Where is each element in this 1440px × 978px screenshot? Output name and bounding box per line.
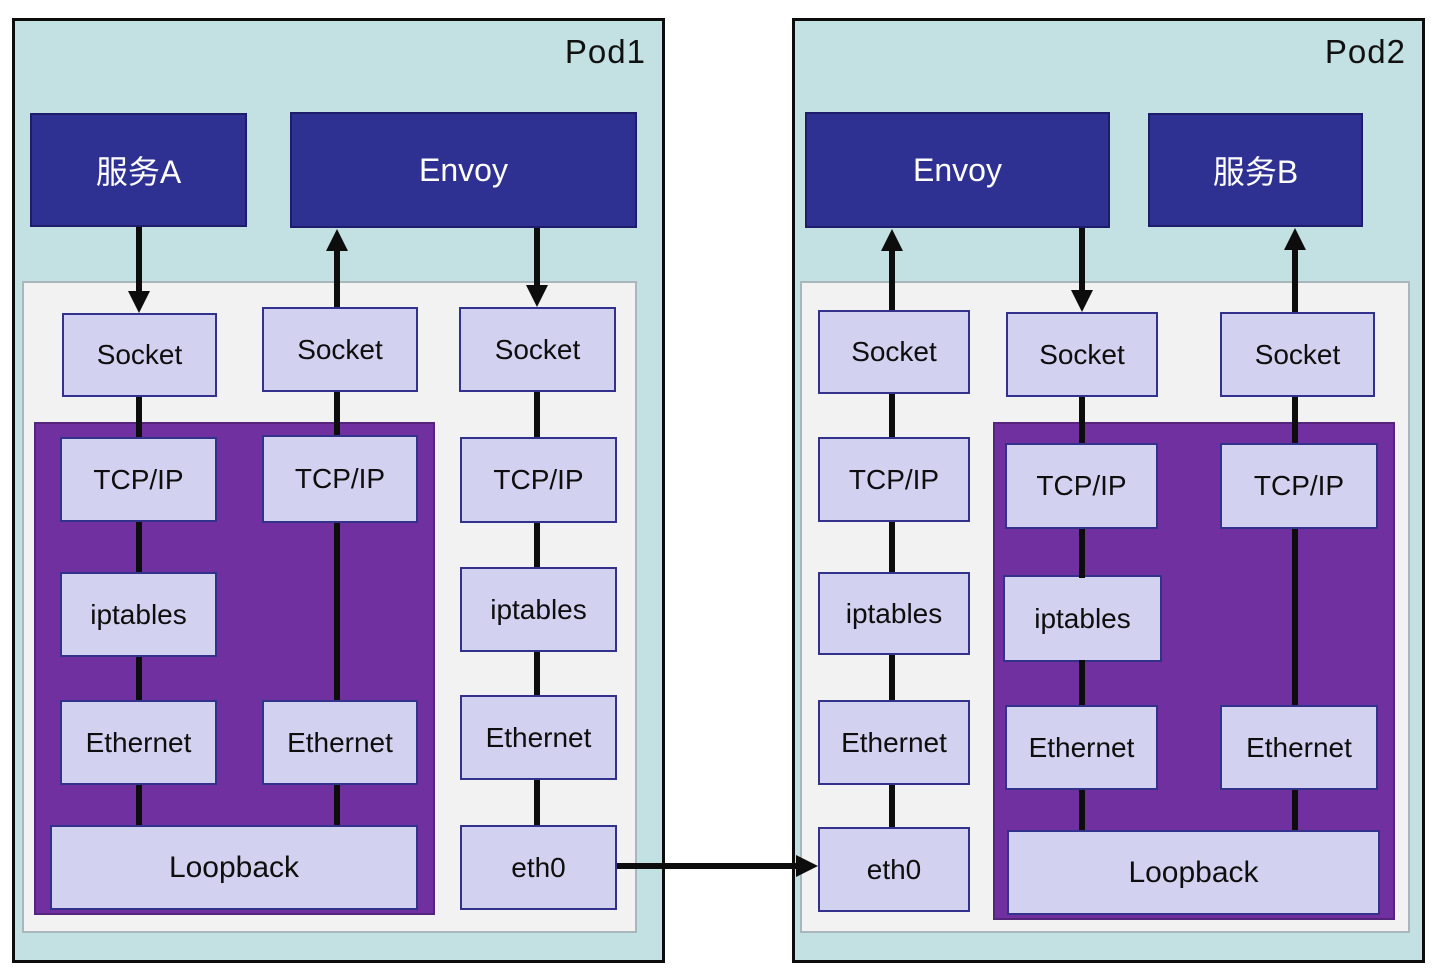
pod2-col1-socket-tcpip-connector (889, 394, 895, 437)
pod2-col2-iptables-label: iptables (1034, 602, 1131, 634)
arrow-socket-to-envoy2-head (881, 229, 903, 251)
arrow-socket-to-serviceb-stem (1292, 250, 1298, 312)
arrow-socket-to-envoy-stem (334, 250, 340, 307)
pod2-eth0-label: eth0 (866, 853, 922, 885)
pod1-col1-socket-box: Socket (62, 313, 217, 397)
pod2-col1-iptables-label: iptables (845, 597, 943, 629)
pod1-col2-socket-box: Socket (262, 307, 418, 392)
pod2-col1-tcpip-iptables-connector (889, 522, 895, 572)
pod2-loopback-label: Loopback (1128, 855, 1259, 889)
pod1-service-a-box: 服务A (30, 113, 247, 227)
pod1-col3-socket-label: Socket (494, 333, 581, 365)
pod1-col1-iptables-label: iptables (90, 598, 187, 630)
pod2-col3-tcpip-box: TCP/IP (1220, 443, 1378, 529)
arrow-servicea-to-socket-stem (136, 227, 142, 291)
pod1-col2-ethernet-loopback-connector (334, 785, 340, 825)
pod2-col3-tcpip-ethernet-connector (1292, 529, 1298, 705)
pod2-col2-tcpip-iptables-connector (1079, 529, 1085, 578)
pod2-eth0-box: eth0 (818, 827, 970, 912)
arrow-socket-to-serviceb-head (1284, 228, 1306, 250)
arrow-eth0-to-eth0-stem (617, 863, 798, 869)
pod2-col1-iptables-box: iptables (818, 572, 970, 655)
pod1-col2-tcpip-label: TCP/IP (294, 463, 386, 494)
pod2-col2-iptables-box: iptables (1003, 575, 1162, 662)
pod1-col1-tcpip-label: TCP/IP (93, 463, 184, 495)
pod1-col3-ethernet-label: Ethernet (485, 721, 592, 753)
pod2-col2-socket-box: Socket (1006, 312, 1158, 397)
pod1-col3-ethernet-box: Ethernet (460, 695, 617, 780)
pod2-col2-tcpip-box: TCP/IP (1005, 443, 1158, 529)
pod1-col1-iptables-box: iptables (60, 572, 217, 657)
pod1-col3-ethernet-eth0-connector (534, 780, 540, 825)
pod2-col2-socket-label: Socket (1039, 338, 1125, 370)
pod2-col1-socket-box: Socket (818, 310, 970, 394)
pod2-col1-tcpip-label: TCP/IP (848, 463, 940, 495)
pod1-loopback-box: Loopback (50, 825, 418, 910)
pod2-service-b-box: 服务B (1148, 113, 1363, 227)
pod1-col2-socket-tcpip-connector (334, 392, 340, 435)
pod2-col3-socket-label: Socket (1254, 338, 1341, 370)
pod2-envoy-box: Envoy (805, 112, 1110, 228)
pod2-col1-ethernet-box: Ethernet (818, 700, 970, 785)
pod2-col1-tcpip-box: TCP/IP (818, 437, 970, 522)
pod2-col1-ethernet-eth0-connector (889, 785, 895, 827)
arrow-eth0-to-eth0-head (796, 855, 818, 877)
pod1-col3-socket-tcpip-connector (534, 392, 540, 437)
pod1-col1-socket-tcpip-connector (136, 397, 142, 437)
pod1-envoy-label: Envoy (419, 151, 508, 188)
pod1-eth0-label: eth0 (511, 851, 566, 883)
pod1-col1-ethernet-loopback-connector (136, 785, 142, 825)
pod1-col3-iptables-label: iptables (490, 593, 587, 625)
pod1-col1-iptables-ethernet-connector (136, 657, 142, 700)
pod1-col3-tcpip-box: TCP/IP (460, 437, 617, 523)
pod2-col1-iptables-ethernet-connector (889, 655, 895, 700)
arrow-envoy-to-socket-head (526, 285, 548, 307)
pod1-col2-tcpip-ethernet-connector (334, 523, 340, 700)
pod1-col2-tcpip-box: TCP/IP (262, 435, 418, 523)
pod1-col2-ethernet-box: Ethernet (262, 700, 418, 785)
pod1-loopback-label: Loopback (168, 850, 300, 884)
pod2-col3-ethernet-box: Ethernet (1220, 705, 1378, 790)
pod2-col3-socket-box: Socket (1220, 312, 1375, 397)
pod2-service-b-label: 服务B (1212, 154, 1299, 190)
arrow-socket-to-envoy-head (326, 229, 348, 251)
pod1-envoy-box: Envoy (290, 112, 637, 228)
pod1-title: Pod1 (564, 33, 646, 70)
pod1-col3-iptables-ethernet-connector (534, 652, 540, 695)
pod2-col3-socket-tcpip-connector (1292, 397, 1298, 443)
arrow-socket-to-envoy2-stem (889, 251, 895, 310)
pod2-col1-ethernet-label: Ethernet (841, 726, 947, 758)
pod2-loopback-box: Loopback (1007, 830, 1380, 915)
pod1-service-a-label: 服务A (95, 154, 182, 190)
arrow-servicea-to-socket-head (128, 291, 150, 313)
pod1-col3-tcpip-label: TCP/IP (493, 464, 584, 495)
pod1-col3-tcpip-iptables-connector (534, 523, 540, 567)
pod1-col2-ethernet-label: Ethernet (287, 726, 393, 758)
pod1-col1-ethernet-label: Ethernet (85, 726, 192, 758)
pod1-col1-socket-label: Socket (96, 339, 183, 370)
arrow-envoy-to-socket-stem (534, 228, 540, 285)
pod1-col3-socket-box: Socket (459, 307, 616, 392)
arrow-envoy2-to-socket-head (1071, 290, 1093, 312)
pod2-envoy-label: Envoy (913, 151, 1002, 188)
pod1-eth0-box: eth0 (460, 825, 617, 910)
pod2-col3-ethernet-label: Ethernet (1246, 731, 1352, 763)
pod1-col2-socket-label: Socket (297, 333, 383, 365)
arrow-envoy2-to-socket-stem (1079, 228, 1085, 290)
pod2-col2-ethernet-box: Ethernet (1005, 705, 1158, 790)
pod2-col3-ethernet-loopback-connector (1292, 790, 1298, 830)
pod2-col2-tcpip-label: TCP/IP (1036, 470, 1127, 501)
pod2-col2-ethernet-loopback-connector (1079, 790, 1085, 830)
pod2-col2-iptables-ethernet-connector (1079, 660, 1085, 705)
pod1-col1-tcpip-iptables-connector (136, 522, 142, 572)
pod2-title: Pod2 (1324, 33, 1406, 70)
pod2-col2-socket-tcpip-connector (1079, 397, 1085, 443)
pod1-col3-iptables-box: iptables (460, 567, 617, 652)
pod2-col3-tcpip-label: TCP/IP (1253, 470, 1345, 501)
pod2-col1-socket-label: Socket (851, 336, 937, 367)
pod1-col1-ethernet-box: Ethernet (60, 700, 217, 785)
pod1-col1-tcpip-box: TCP/IP (60, 437, 217, 522)
pod2-col2-ethernet-label: Ethernet (1028, 731, 1135, 763)
